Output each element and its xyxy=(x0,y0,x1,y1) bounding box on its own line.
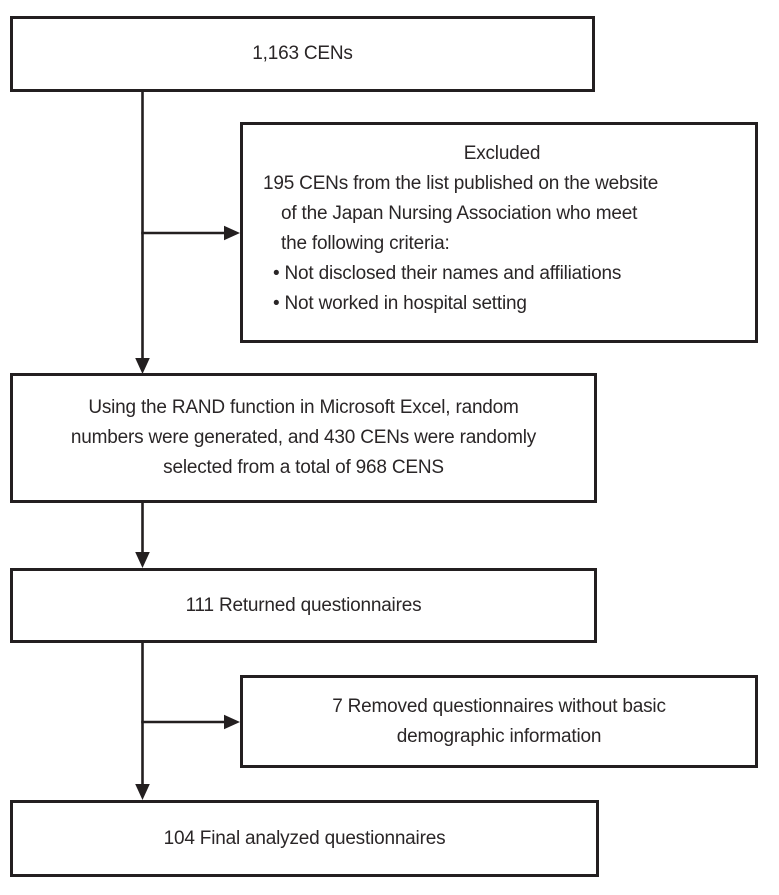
box-excluded: Excluded 195 CENs from the list publishe… xyxy=(240,122,758,343)
arrow-random-to-returned xyxy=(135,503,150,568)
box-excluded-bullet-1: • Not disclosed their names and affiliat… xyxy=(273,263,622,284)
arrow-branch-to-excluded xyxy=(141,225,240,241)
box-excluded-line-2: of the Japan Nursing Association who mee… xyxy=(281,203,638,224)
box-initial-cens-text: 1,163 CENs xyxy=(252,43,353,64)
box-excluded-line-1: 195 CENs from the list published on the … xyxy=(263,173,659,194)
arrow-initial-to-random xyxy=(135,92,150,374)
box-random-selection: Using the RAND function in Microsoft Exc… xyxy=(10,373,597,503)
box-removed-questionnaires-line-2: demographic information xyxy=(396,725,602,747)
box-removed-questionnaires-line-1: 7 Removed questionnaires without basic xyxy=(332,695,666,717)
box-returned-questionnaires-text: 111 Returned questionnaires xyxy=(185,594,422,616)
box-final-analyzed: 104 Final analyzed questionnaires xyxy=(10,800,599,877)
box-random-selection-line-1: Using the RAND function in Microsoft Exc… xyxy=(88,397,519,418)
box-random-selection-line-2: numbers were generated, and 430 CENs wer… xyxy=(70,427,537,448)
arrow-branch-to-removed xyxy=(141,714,240,730)
box-excluded-bullet-2: • Not worked in hospital setting xyxy=(273,293,527,314)
arrow-returned-to-final xyxy=(135,643,150,800)
box-excluded-line-3: the following criteria: xyxy=(281,233,450,254)
box-random-selection-line-3: selected from a total of 968 CENS xyxy=(163,457,444,478)
box-final-analyzed-text: 104 Final analyzed questionnaires xyxy=(163,827,446,849)
box-removed-questionnaires: 7 Removed questionnaires without basic d… xyxy=(240,675,758,768)
box-initial-cens: 1,163 CENs xyxy=(10,16,595,92)
box-returned-questionnaires: 111 Returned questionnaires xyxy=(10,568,597,643)
box-excluded-title: Excluded xyxy=(463,143,541,164)
